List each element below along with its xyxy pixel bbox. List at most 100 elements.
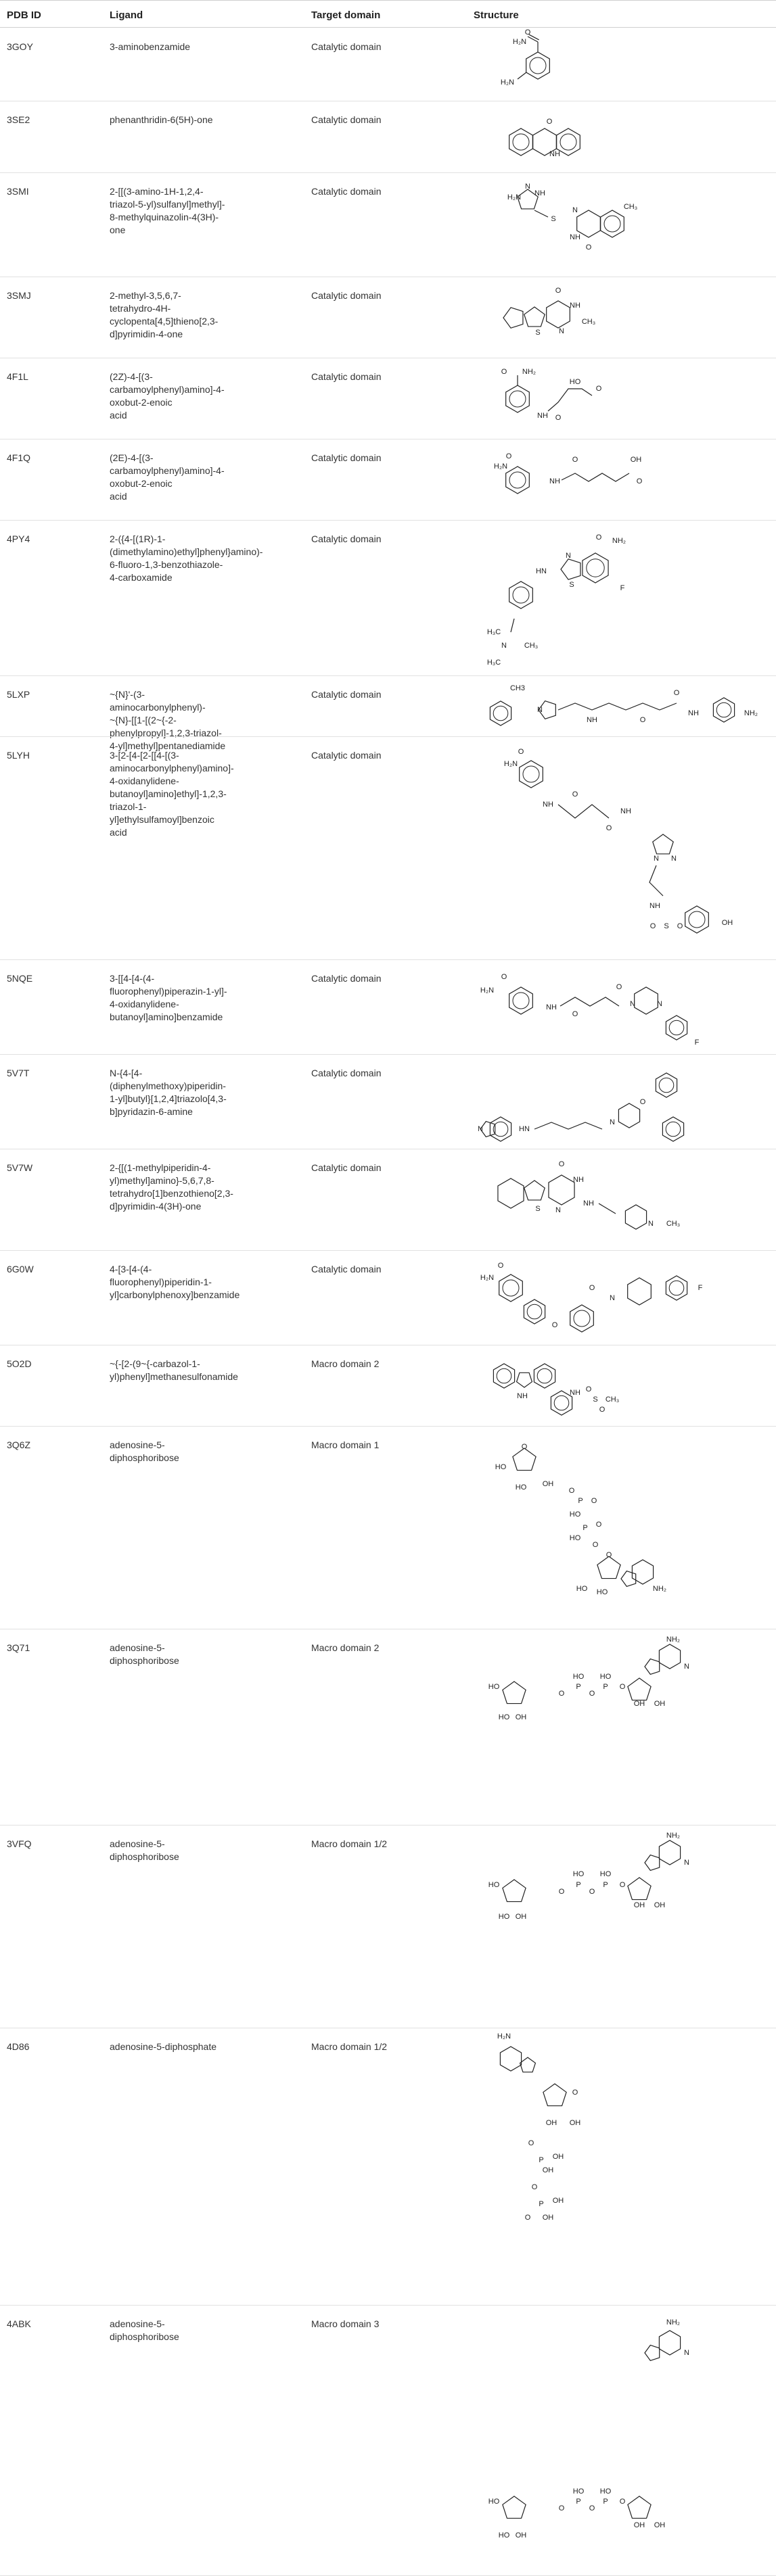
chain [649,865,663,896]
aromatic-circle [509,472,526,488]
atom-label: O [572,456,578,464]
chain [558,703,677,710]
atom-label: HO [597,1588,608,1596]
atom-label: O [559,1160,565,1168]
imidazole-ring [645,1659,660,1675]
atom-label: O [555,287,562,295]
atom-label: H₂N [504,760,518,768]
atom-label: P [583,1524,587,1532]
benzene-ring [509,581,533,609]
target-domain-cell: Catalytic domain [311,371,382,382]
atom-label: O [591,1497,597,1505]
triazole-ring [539,701,555,719]
atom-label: N [555,1206,561,1214]
benzene-ring [493,1364,514,1388]
table-row: 4F1Q(2E)-4-[(3- carbamoylphenyl)amino]-4… [0,439,776,521]
benzene-ring [524,1299,545,1324]
pdb-id-cell: 3SMI [7,186,29,197]
aromatic-circle [523,766,539,782]
atom-label: O [620,2498,626,2506]
triazole-ring [518,189,538,209]
bond [518,72,526,79]
atom-label: N [654,855,659,863]
atom-label: O [559,2504,565,2512]
aromatic-circle [493,1122,508,1137]
target-domain-cell: Macro domain 2 [311,1358,380,1369]
atom-label: N [537,706,543,714]
atom-label: HO [516,1483,527,1492]
aromatic-circle [513,993,529,1009]
atom-label: H₂N [513,38,526,46]
atom-label: NH [543,801,553,809]
table-top-border [0,0,776,1]
ligand-cell: N-{4-[4- (diphenylmethoxy)piperidin- 1-y… [110,1068,227,1117]
atom-label: N [671,855,677,863]
atom-label: NH [587,716,597,724]
atom-label: O [559,1888,565,1896]
pdb-id-cell: 4ABK [7,2318,31,2329]
atom-label: NH [549,477,560,485]
atom-label: O [555,414,562,422]
atom-label: O [589,1690,595,1698]
atom-label: NH [570,1389,580,1397]
benzene-ring [498,1178,524,1208]
atom-label: O [589,1888,595,1896]
aromatic-circle [666,1122,681,1137]
atom-label: NH₂ [612,537,626,545]
atom-label: F [698,1284,703,1292]
atom-label: HO [570,378,581,386]
atom-label: HO [499,1713,510,1721]
target-domain-cell: Catalytic domain [311,750,382,761]
atom-label: O [620,1683,626,1691]
atom-label: OH [553,2153,564,2161]
atom-label: P [603,1683,608,1691]
benzene-ring [713,698,734,722]
benzene-ring [632,1560,653,1584]
atom-label: F [695,1039,700,1047]
ligand-cell: 4-[3-[4-(4- fluorophenyl)piperidin-1- yl… [110,1264,240,1300]
aromatic-circle [497,1368,511,1383]
ligand-cell: 3-[[4-[4-(4- fluorophenyl)piperazin-1-yl… [110,973,227,1022]
atom-label: P [603,2498,608,2506]
aromatic-circle [530,57,546,74]
atom-label: HN [536,567,547,575]
chain [558,805,609,818]
atom-label: HO [499,1913,510,1921]
thiophene-ring [524,1180,545,1200]
atom-label: CH₃ [606,1396,619,1404]
benzene-ring [490,701,511,725]
atom-label: NH [688,709,699,717]
bond [528,37,538,42]
ribose-ring [628,1678,651,1700]
pdb-id-cell: 3Q71 [7,1642,30,1653]
pdb-id-cell: 3GOY [7,41,33,52]
chain [599,1203,616,1214]
ligand-cell: adenosine-5- diphosphoribose [110,1838,179,1862]
atom-label: OH [570,2119,581,2127]
atom-label: O [552,1321,558,1329]
atom-label: P [576,1881,580,1889]
chain [548,389,592,411]
atom-label: S [551,215,555,223]
header-target-domain: Target domain [311,9,381,21]
atom-label: O [572,2089,578,2097]
atom-label: O [506,452,512,460]
atom-label: NH [649,902,660,910]
atom-label: N [566,552,571,560]
atom-label: S [569,581,574,589]
row-divider [0,1054,776,1055]
pdb-id-cell: 5O2D [7,1358,32,1369]
pdb-id-cell: 3SE2 [7,114,30,125]
row-divider [0,520,776,521]
